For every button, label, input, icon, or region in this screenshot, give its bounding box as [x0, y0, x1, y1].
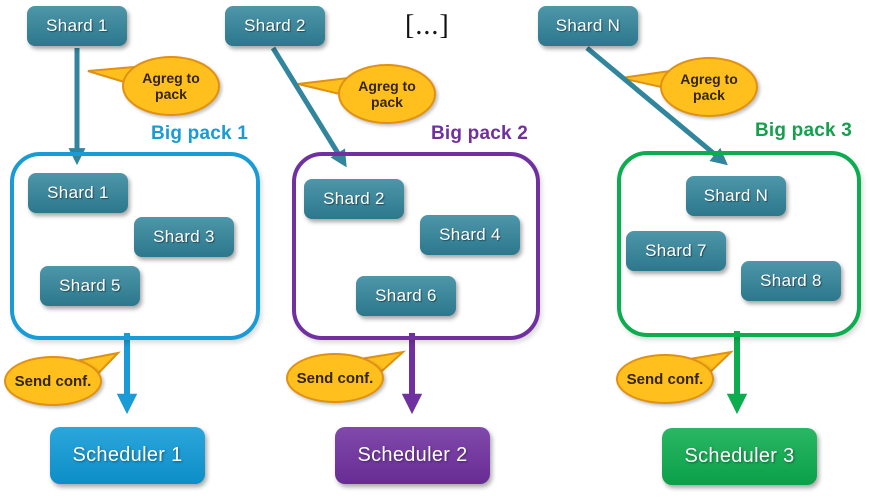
pack2-shard-a: Shard 2 [304, 179, 404, 219]
agreg-callout-3: Agreg to pack [660, 57, 758, 117]
shard-node-top-2: Shard 2 [225, 6, 325, 46]
send-callout-1: Send conf. [4, 356, 102, 406]
big-pack-2 [292, 152, 540, 340]
pack2-shard-b: Shard 4 [420, 215, 520, 255]
big-pack-3 [617, 151, 861, 337]
pack1-shard-b: Shard 3 [134, 217, 234, 257]
pack-label-1: Big pack 1 [150, 123, 248, 144]
pack3-shard-b: Shard 7 [626, 231, 726, 271]
shard-node-top-3: Shard N [538, 6, 638, 46]
agreg-callout-1: Agreg to pack [122, 56, 220, 116]
pack1-shard-c: Shard 5 [40, 266, 140, 306]
send-callout-3: Send conf. [616, 354, 714, 404]
pack1-shard-a: Shard 1 [28, 173, 128, 213]
scheduler-node-3: Scheduler 3 [662, 428, 817, 485]
scheduler-node-2: Scheduler 2 [335, 427, 490, 484]
pack-label-2: Big pack 2 [430, 123, 528, 144]
scheduler-node-1: Scheduler 1 [50, 427, 205, 484]
big-pack-1 [10, 152, 260, 340]
pack3-shard-a: Shard N [686, 176, 786, 216]
agreg-callout-2: Agreg to pack [338, 64, 436, 124]
shard2-to-pack2-arrow [270, 46, 347, 168]
send-callout-2: Send conf. [286, 353, 384, 403]
shard-node-top-1: Shard 1 [27, 6, 127, 46]
ellipsis-label: [...] [405, 10, 450, 41]
pack-label-3: Big pack 3 [754, 120, 852, 141]
pack3-shard-c: Shard 8 [741, 261, 841, 301]
pack2-shard-c: Shard 6 [356, 276, 456, 316]
